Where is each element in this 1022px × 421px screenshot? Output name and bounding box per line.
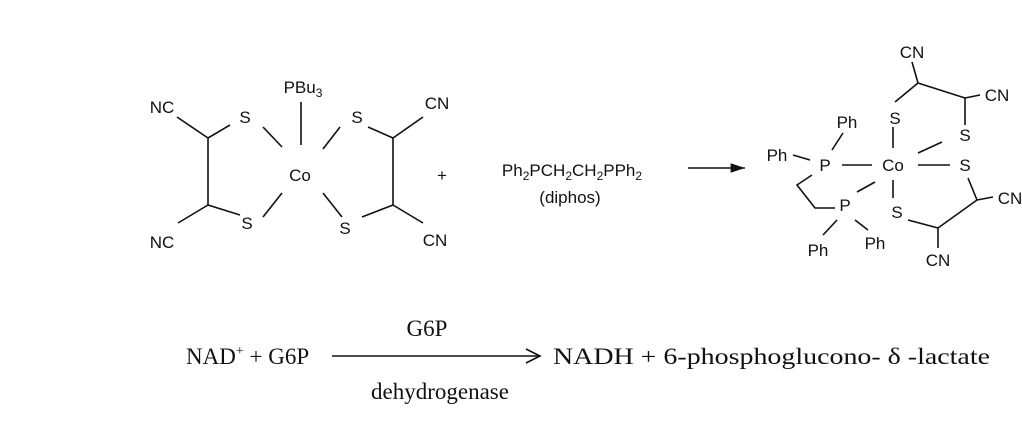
- s-label: S: [891, 203, 902, 222]
- arrowhead-icon: [525, 348, 542, 364]
- products-text: NADH + 6-phosphoglucono- δ -lactate: [553, 344, 990, 369]
- plus-sign: +: [437, 166, 447, 185]
- cn-label: CN: [985, 86, 1010, 105]
- cobalt-dithiolene-complex: PBu3 Co S S S S NC NC CN CN: [150, 78, 450, 252]
- p-label: P: [839, 196, 850, 215]
- co-label: Co: [882, 156, 904, 175]
- ph-label: Ph: [808, 241, 829, 260]
- s-label: S: [339, 219, 350, 238]
- cn-label: CN: [926, 251, 951, 270]
- ph-label: Ph: [767, 146, 788, 165]
- s-label: S: [959, 126, 970, 145]
- ph-label: Ph: [865, 234, 886, 253]
- s-label: S: [351, 108, 362, 127]
- co-label: Co: [289, 166, 311, 185]
- p-label: P: [819, 156, 830, 175]
- cn-label: CN: [900, 43, 925, 62]
- bonds: [176, 102, 424, 224]
- enzyme-label-top: G6P: [407, 316, 448, 341]
- reactants-text: NAD+ + G6P: [186, 344, 309, 369]
- ph-label: Ph: [837, 113, 858, 132]
- nc-label: NC: [150, 98, 175, 117]
- s-label: S: [241, 214, 252, 233]
- bonds: [792, 61, 994, 248]
- diphos-formula: Ph2PCH2CH2PPh2: [502, 161, 642, 183]
- cn-label: CN: [998, 189, 1022, 208]
- diphos-name: (diphos): [539, 188, 600, 207]
- nc-label: NC: [150, 233, 175, 252]
- enzyme-label-bottom: dehydrogenase: [371, 379, 509, 404]
- s-label: S: [239, 108, 250, 127]
- cn-label: CN: [425, 94, 450, 113]
- s-label: S: [959, 156, 970, 175]
- cn-label: CN: [423, 231, 448, 250]
- cobalt-diphos-complex: Co P P Ph Ph Ph Ph S S S S CN CN CN CN: [767, 43, 1022, 270]
- s-label: S: [889, 109, 900, 128]
- pbu3-label: PBu3: [284, 78, 323, 100]
